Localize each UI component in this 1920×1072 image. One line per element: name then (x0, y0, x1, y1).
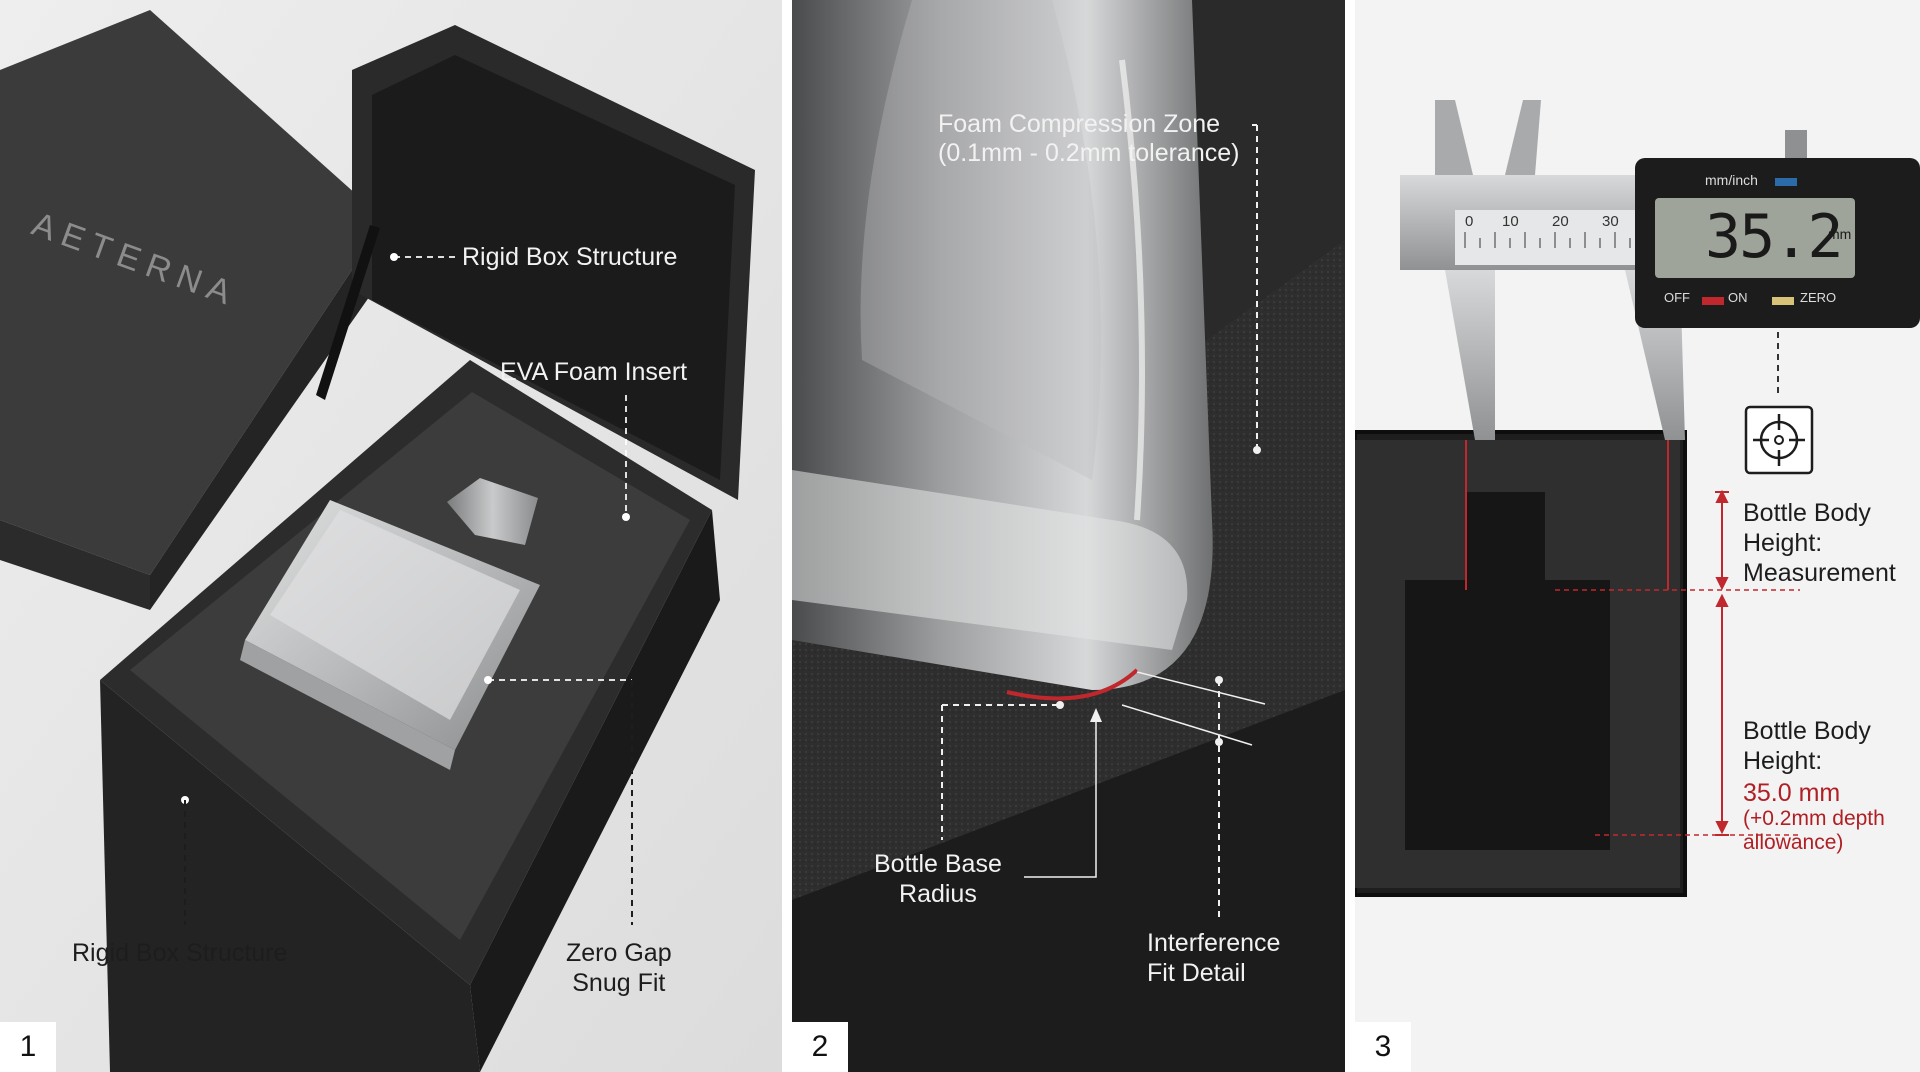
scale-number-20: 20 (1552, 213, 1569, 230)
label-depth-allowance: (+0.2mm depth allowance) (1743, 807, 1885, 854)
panel-3-measurement: mm/inch 35.2 mm OFF ON ZERO 0 10 20 30 B… (1355, 0, 1920, 1072)
caliper-unit-label: mm/inch (1705, 172, 1758, 188)
panel-2-foam-detail: Foam Compression Zone (0.1mm - 0.2mm tol… (792, 0, 1345, 1072)
scale-number-0: 0 (1465, 213, 1474, 230)
caliper-zero-label: ZERO (1800, 290, 1837, 305)
panel-1-photo (0, 0, 782, 1072)
label-foam-compression-zone: Foam Compression Zone (0.1mm - 0.2mm tol… (938, 110, 1240, 167)
label-zero-gap: Zero Gap Snug Fit (566, 939, 672, 997)
caliper-off-label: OFF (1664, 290, 1690, 305)
scale-number-30: 30 (1602, 213, 1619, 230)
label-rigid-box-bottom: Rigid Box Structure (72, 939, 288, 967)
label-bottle-body-measurement: Bottle Body Height: Measurement (1743, 499, 1896, 587)
label-interference-fit: Interference Fit Detail (1147, 929, 1281, 987)
caliper-reading-unit: mm (1828, 226, 1852, 242)
panel-number-1: 1 (0, 1022, 56, 1072)
panel-3-photo (1355, 0, 1920, 1072)
label-bottle-base-radius: Bottle Base Radius (874, 850, 1002, 908)
panel-1-box-overview: AETERNA Rigid Box Structure EVA Foam Ins… (0, 0, 782, 1072)
panel-number-3: 3 (1355, 1022, 1411, 1072)
target-icon (1744, 405, 1814, 475)
caliper-on-label: ON (1728, 290, 1748, 305)
caliper-reading: 35.2 (1705, 202, 1843, 272)
scale-number-10: 10 (1502, 213, 1519, 230)
label-eva-foam-insert: EVA Foam Insert (500, 358, 688, 386)
panel-number-2: 2 (792, 1022, 848, 1072)
panel-2-photo (792, 0, 1345, 1072)
label-height-value: 35.0 mm (1743, 779, 1841, 807)
label-rigid-box-top: Rigid Box Structure (462, 243, 678, 271)
label-bottle-body-height: Bottle Body Height: (1743, 717, 1871, 775)
